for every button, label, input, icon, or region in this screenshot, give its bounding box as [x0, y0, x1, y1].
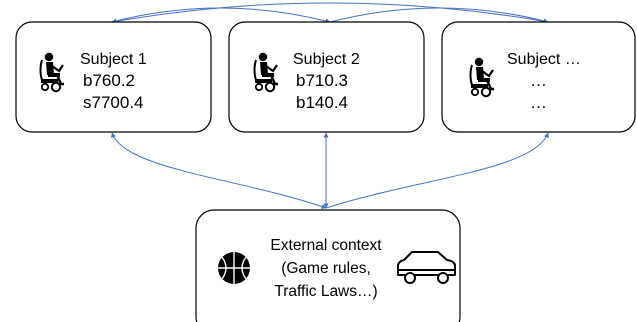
subject-title: Subject … — [507, 51, 581, 68]
subject-code: b140.4 — [296, 93, 348, 112]
context-line: External context — [270, 237, 382, 254]
subject-code: … — [530, 93, 547, 112]
arrow-subject1-subject3 — [111, 2, 549, 23]
arrow-subject1-subject2 — [111, 7, 331, 24]
context-line: Traffic Laws…) — [274, 283, 377, 300]
bottom-connectors — [111, 132, 549, 209]
top-connectors — [111, 2, 549, 24]
subject-title: Subject 2 — [293, 51, 360, 68]
context-box: External context (Game rules, Traffic La… — [195, 209, 461, 322]
arrow-subject3-context — [325, 132, 549, 209]
subject-code: b710.3 — [296, 71, 348, 90]
subject-1-box: Subject 1 b760.2 s7700.4 — [15, 21, 212, 133]
basketball-icon — [218, 252, 250, 284]
subject-code: … — [530, 71, 547, 90]
car-icon — [397, 251, 456, 284]
subject-3-box: Subject … … … — [441, 21, 636, 133]
subject-code: s7700.4 — [83, 93, 144, 112]
context-line: (Game rules, — [281, 260, 371, 277]
arrow-subject2-subject3 — [329, 7, 549, 24]
subject-title: Subject 1 — [80, 51, 147, 68]
arrow-subject1-context — [111, 132, 327, 209]
subject-code: b760.2 — [83, 71, 135, 90]
subject-2-box: Subject 2 b710.3 b140.4 — [228, 21, 425, 133]
